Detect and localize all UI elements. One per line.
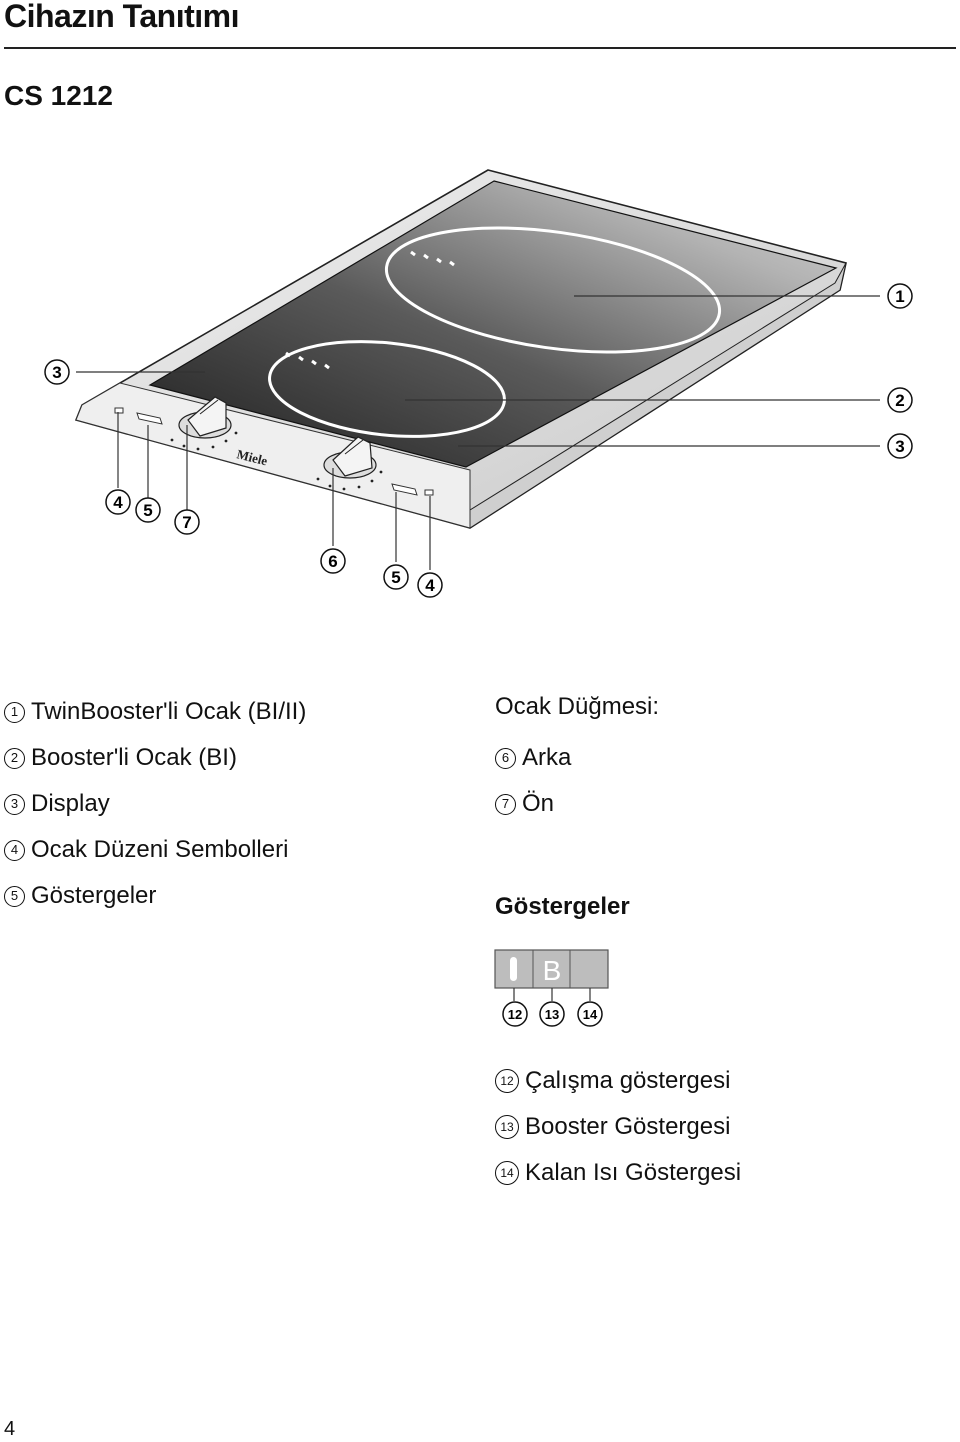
callout-5-front-label: 5: [143, 501, 152, 520]
legend-number: 12: [495, 1069, 519, 1093]
control-panel: [75, 382, 471, 529]
front-knob: [178, 396, 232, 439]
legend-label: Ocak Düzeni Sembolleri: [31, 836, 289, 863]
callout-4-front-label: 4: [113, 493, 123, 512]
legend-item: 2 Booster'li Ocak (BI): [4, 735, 306, 781]
callout-6: [320, 548, 346, 574]
callout-1: [887, 283, 913, 309]
callout-3-right-label: 3: [895, 437, 904, 456]
legend-item: 4 Ocak Düzeni Sembolleri: [4, 827, 306, 873]
callout-7-label: 7: [182, 513, 191, 532]
page-number: 4: [4, 1418, 16, 1440]
callout-2: [887, 387, 913, 413]
legend-label: Kalan Isı Göstergesi: [525, 1159, 742, 1186]
callout-14: [577, 1001, 603, 1027]
callout-3-left-label: 3: [52, 363, 61, 382]
legend-number: 13: [495, 1115, 519, 1139]
legend-item: 1 TwinBooster'li Ocak (BI/II): [4, 689, 306, 735]
knob-heading: Ocak Düğmesi:: [495, 693, 660, 720]
indicators-heading: Göstergeler: [495, 893, 630, 920]
rear-knob: [323, 436, 377, 479]
legend-label: TwinBooster'li Ocak (BI/II): [31, 698, 307, 725]
legend-number: 7: [495, 793, 516, 815]
callout-7: [174, 509, 200, 535]
zone-marks-front: [285, 351, 330, 370]
brand-logo: Miele: [235, 446, 269, 468]
callout-12: [502, 1001, 528, 1027]
legend-number: 2: [4, 747, 25, 769]
legend-item: 3 Display: [4, 781, 306, 827]
legend-label: Booster'li Ocak (BI): [31, 744, 237, 771]
callout-5-front: [135, 497, 161, 523]
legend-label: Arka: [522, 744, 572, 771]
legend-left: 1 TwinBooster'li Ocak (BI/II) 2 Booster'…: [4, 689, 306, 919]
indicator-legend: 12 Çalışma göstergesi 13 Booster Gösterg…: [495, 1058, 741, 1196]
legend-number: 4: [4, 839, 25, 861]
legend-number: 1: [4, 701, 25, 723]
legend-label: Göstergeler: [31, 882, 157, 909]
zone-marks-rear: [410, 250, 455, 267]
callout-5-rear: [383, 564, 409, 590]
legend-item: 13 Booster Göstergesi: [495, 1104, 741, 1150]
callout-1-label: 1: [895, 287, 904, 306]
callout-2-label: 2: [895, 391, 904, 410]
legend-number: 6: [495, 747, 516, 769]
callout-3-left: [44, 359, 70, 385]
callout-14-label: 14: [583, 1007, 598, 1022]
cooktop-diagram: Miele 1 2 3 3 4 5 7 6 5 4: [44, 169, 913, 598]
callout-13-label: 13: [545, 1007, 559, 1022]
legend-number: 14: [495, 1161, 519, 1185]
knob-legend: 6 Arka 7 Ön: [495, 735, 571, 827]
legend-label: Ön: [522, 790, 555, 817]
legend-number: 5: [4, 885, 25, 907]
legend-label: Çalışma göstergesi: [525, 1067, 731, 1094]
callout-12-label: 12: [508, 1007, 522, 1022]
legend-label: Display: [31, 790, 110, 817]
operation-indicator-bar: [510, 957, 517, 981]
legend-item: 14 Kalan Isı Göstergesi: [495, 1150, 741, 1196]
legend-item: 6 Arka: [495, 735, 571, 781]
callout-4-front: [105, 489, 131, 515]
callout-13: [539, 1001, 565, 1027]
rear-display: [391, 483, 418, 496]
title-rule: [4, 47, 956, 49]
rear-zone-symbol: [424, 489, 434, 496]
legend-item: 7 Ön: [495, 781, 571, 827]
front-zone-symbol: [114, 407, 124, 414]
legend-item: 12 Çalışma göstergesi: [495, 1058, 741, 1104]
indicator-display: B 12 13 14: [494, 949, 609, 1027]
page-title: Cihazın Tanıtımı: [4, 0, 239, 34]
callout-4-rear-label: 4: [425, 576, 435, 595]
booster-indicator-letter: B: [543, 955, 562, 986]
callout-4-rear: [417, 572, 443, 598]
callout-6-label: 6: [328, 552, 337, 571]
twinbooster-zone: [384, 226, 722, 354]
glass-surface: [148, 180, 838, 468]
front-display: [136, 412, 163, 425]
callout-3-right: [887, 433, 913, 459]
booster-zone: [268, 340, 506, 438]
legend-number: 3: [4, 793, 25, 815]
legend-label: Booster Göstergesi: [525, 1113, 731, 1140]
legend-item: 5 Göstergeler: [4, 873, 306, 919]
model-name: CS 1212: [4, 80, 113, 111]
callout-5-rear-label: 5: [391, 568, 400, 587]
